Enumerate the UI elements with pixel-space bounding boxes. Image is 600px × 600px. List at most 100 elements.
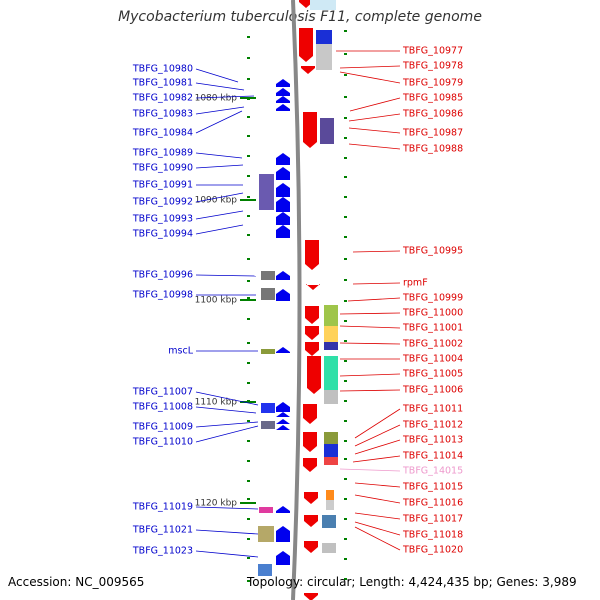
- leader-line-left: [195, 550, 259, 558]
- leader-line-right: [339, 468, 401, 472]
- gene-annotation-box: [324, 342, 338, 350]
- gene-annotation-box: [324, 305, 338, 327]
- reverse-gene-arrow: [299, 28, 313, 62]
- gene-label-right: TBFG_11014: [402, 451, 463, 462]
- backbone-layer: [291, 0, 302, 600]
- tick-mark: [247, 382, 250, 384]
- tick-mark: [344, 320, 347, 322]
- leader-line-left: [195, 421, 259, 428]
- tick-mark: [344, 440, 347, 442]
- leader-line-left: [195, 164, 244, 169]
- gene-label-left: TBFG_10989: [132, 148, 193, 159]
- leader-line-right: [354, 408, 401, 439]
- tick-mark: [247, 538, 250, 540]
- tick-mark: [344, 538, 347, 540]
- tick-mark: [344, 216, 347, 218]
- gene-annotation-box: [258, 526, 274, 542]
- gene-annotation-box: [261, 271, 275, 280]
- gene-annotation-box: [324, 356, 338, 390]
- scale-marker: [240, 299, 256, 301]
- gene-label-right: TBFG_11012: [402, 420, 463, 431]
- reverse-gene-arrow: [303, 458, 317, 472]
- gene-label-left: TBFG_10984: [132, 128, 193, 139]
- leader-line-right: [354, 494, 401, 504]
- reverse-gene-arrow: [305, 326, 319, 340]
- gene-label-left: TBFG_10980: [132, 64, 193, 75]
- tick-mark: [247, 135, 250, 137]
- reverse-gene-arrow: [305, 240, 319, 270]
- forward-gene-arrow: [276, 183, 290, 197]
- reverse-gene-arrow: [304, 492, 318, 504]
- tick-mark: [344, 279, 347, 281]
- scale-marker: [240, 97, 256, 99]
- gene-label-right: TBFG_11002: [402, 339, 463, 350]
- gene-label-right: TBFG_11018: [402, 530, 463, 541]
- gene-label-left: TBFG_11010: [132, 437, 193, 448]
- tick-mark: [344, 380, 347, 382]
- gene-label-right: TBFG_11020: [402, 545, 463, 556]
- reverse-gene-arrow: [301, 66, 315, 74]
- gene-label-left: TBFG_10996: [132, 270, 193, 281]
- reverse-gene-arrow: [303, 432, 317, 452]
- leader-line-right: [354, 521, 401, 536]
- leader-line-right: [348, 113, 401, 122]
- gene-label-right: TBFG_10987: [402, 128, 463, 139]
- scale-marker: [240, 502, 256, 504]
- forward-gene-arrow: [276, 167, 290, 180]
- tick-mark: [247, 580, 250, 582]
- tick-mark: [344, 420, 347, 422]
- reverse-gene-arrow: [299, 0, 313, 8]
- gene-annotation-box: [324, 444, 338, 457]
- gene-label-right: TBFG_10985: [402, 93, 463, 104]
- gene-annotation-box: [324, 326, 338, 342]
- leader-line-right: [352, 282, 401, 285]
- gene-annotation-box: [316, 44, 332, 70]
- tick-mark: [247, 155, 250, 157]
- forward-gene-arrow: [276, 79, 290, 87]
- gene-label-right: TBFG_11013: [402, 435, 463, 446]
- tick-mark: [344, 236, 347, 238]
- tick-mark: [247, 362, 250, 364]
- reverse-gene-arrow: [306, 284, 320, 290]
- tick-mark: [344, 498, 347, 500]
- gene-annotation-box: [316, 30, 332, 44]
- gene-label-right: TBFG_10995: [402, 246, 463, 257]
- accession-text: Accession: NC_009565: [8, 575, 145, 589]
- tick-mark: [247, 175, 250, 177]
- forward-gene-arrow: [276, 506, 290, 513]
- tick-mark: [344, 30, 347, 32]
- gene-label-right: TBFG_11005: [402, 369, 463, 380]
- gene-label-right: TBFG_11000: [402, 308, 463, 319]
- leader-line-right: [354, 526, 401, 551]
- leader-line-right: [339, 325, 401, 329]
- reverse-gene-arrow: [305, 342, 319, 356]
- gene-label-right: TBFG_11006: [402, 385, 463, 396]
- leader-line-left: [195, 506, 259, 510]
- gene-label-left: TBFG_10990: [132, 163, 193, 174]
- gene-label-right: TBFG_11004: [402, 354, 463, 365]
- scale-label: 1080 kbp: [195, 94, 238, 104]
- tick-mark: [344, 117, 347, 119]
- forward-gene-arrow: [276, 197, 290, 212]
- leader-line-right: [348, 127, 401, 134]
- leader-line-right: [354, 439, 401, 455]
- topology-text: Topology: circular; Length: 4,424,435 bp…: [247, 575, 577, 589]
- gene-annotation-box: [261, 403, 275, 413]
- gene-annotation-box: [261, 349, 275, 354]
- leader-line-left: [195, 110, 243, 134]
- tick-mark: [344, 74, 347, 76]
- gene-label-left: TBFG_11023: [132, 546, 193, 557]
- tick-mark: [247, 297, 250, 299]
- tick-mark: [247, 498, 250, 500]
- gene-label-left: TBFG_11008: [132, 402, 193, 413]
- scale-marker: [240, 401, 256, 403]
- gene-annotation-box: [259, 174, 274, 210]
- gene-label-left: TBFG_10993: [132, 214, 193, 225]
- leader-line-left: [195, 210, 244, 220]
- tick-mark: [247, 234, 250, 236]
- leader-line-right: [339, 312, 401, 315]
- reverse-gene-arrow: [303, 404, 317, 424]
- feature-layer: [258, 0, 338, 600]
- leader-line-right: [339, 373, 401, 377]
